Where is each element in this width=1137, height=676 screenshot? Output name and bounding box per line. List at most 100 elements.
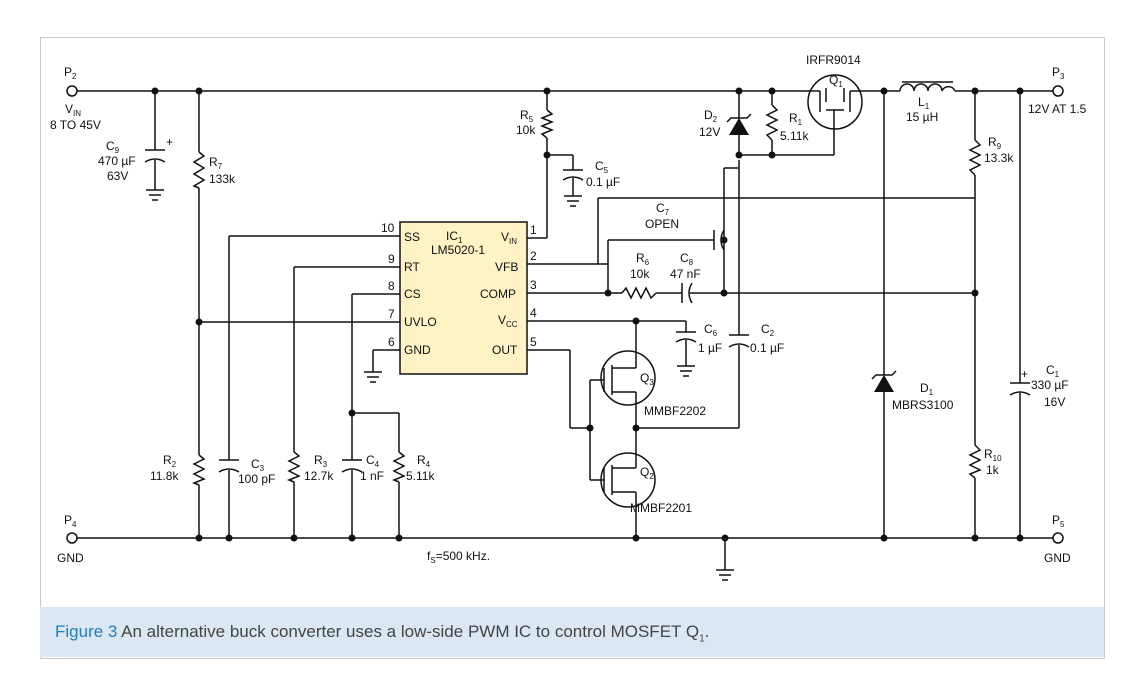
figure-frame (40, 37, 1105, 659)
c6-symbol (675, 331, 697, 343)
caption-text: An alternative buck converter uses a low… (117, 622, 700, 641)
terminals (66, 85, 1064, 544)
c8-symbol (681, 282, 693, 304)
gnd-left: GND (57, 551, 84, 565)
wires (74, 90, 1054, 570)
ic-pin-label: VCC (498, 313, 518, 329)
c5-value: 0.1 µF (586, 175, 620, 189)
ground-icon (146, 189, 164, 201)
c7-value: OPEN (645, 217, 679, 231)
d2-ref: D2 (704, 108, 718, 124)
ground-icon (564, 195, 582, 207)
figure-label: Figure 3 (55, 622, 118, 641)
r6-symbol (621, 286, 657, 300)
c6-value: 1 µF (698, 341, 722, 355)
q3-ref: Q3 (640, 371, 654, 387)
r1-value: 5.11k (780, 129, 809, 143)
ic-pin-label: VFB (495, 260, 518, 274)
r6-value: 10k (630, 267, 650, 281)
ic-pin-num: 4 (530, 306, 537, 320)
r1-ref: R1 (789, 111, 803, 127)
r2-value: 11.8k (150, 469, 179, 483)
figure-caption: Figure 3 An alternative buck converter u… (55, 622, 709, 644)
ic-pin-num: 6 (388, 335, 395, 349)
c2-value: 0.1 µF (750, 341, 784, 355)
c3-symbol (218, 459, 240, 473)
vout-label: 12V AT 1.5 (1028, 102, 1087, 116)
q2-symbol (600, 452, 656, 508)
p3-label: P3 (1052, 65, 1065, 81)
c1-voltage: 16V (1044, 395, 1065, 409)
ic-pin-num: 9 (388, 252, 395, 266)
r3-symbol (286, 451, 301, 483)
c9-ref: C9 (106, 139, 120, 155)
caption-bar (40, 607, 1104, 657)
p2-label: P2 (64, 65, 77, 81)
c8-ref: C8 (680, 251, 694, 267)
c2-symbol (728, 334, 750, 348)
r7-value: 133k (209, 172, 236, 186)
r10-value: 1k (986, 463, 1000, 477)
ground-icon (364, 371, 382, 383)
d2-symbol (726, 113, 752, 135)
vin-label: VIN (65, 102, 81, 118)
ic-pin-num: 5 (530, 335, 537, 349)
ic-pin-num: 2 (530, 249, 537, 263)
terminal-p3 (1052, 85, 1064, 97)
c4-ref: C4 (366, 453, 380, 469)
r10-symbol (968, 444, 982, 479)
ic-part: LM5020-1 (431, 243, 485, 257)
c4-symbol (341, 459, 363, 473)
ic-pin-num: 7 (388, 307, 395, 321)
terminal-p2 (66, 85, 78, 97)
q1-symbol (800, 74, 870, 130)
r2-ref: R2 (163, 453, 177, 469)
q3-symbol (600, 350, 656, 406)
r5-symbol (539, 109, 555, 139)
c9-plus: + (166, 135, 173, 149)
ic-pin-num: 10 (381, 221, 395, 235)
p4-label: P4 (64, 513, 77, 529)
ic-pin-label: COMP (480, 287, 516, 301)
c5-ref: C5 (595, 159, 609, 175)
l1-value: 15 µH (906, 110, 938, 124)
c9-symbol (144, 149, 166, 163)
r3-ref: R3 (314, 453, 328, 469)
q2-part: MMBF2201 (630, 501, 692, 515)
c4-value: 1 nF (360, 469, 384, 483)
q1-part: IRFR9014 (806, 53, 861, 67)
ground-symbols (146, 189, 734, 581)
r9-ref: R9 (988, 135, 1002, 151)
terminal-p5 (1052, 532, 1064, 544)
c3-ref: C3 (251, 457, 265, 473)
r5-ref: R5 (520, 108, 534, 124)
q3-part: MMBF2202 (644, 404, 706, 418)
l1-ref: L1 (918, 95, 930, 111)
r4-ref: R4 (417, 453, 431, 469)
ic-pin-label: OUT (492, 343, 518, 357)
ic-pin-num: 3 (530, 278, 537, 292)
ic-pin-label: GND (404, 343, 431, 357)
gnd-right: GND (1044, 551, 1071, 565)
junction-dots (151, 87, 1024, 542)
c5-symbol (562, 169, 584, 181)
r3-value: 12.7k (304, 469, 334, 483)
r2-symbol (191, 454, 206, 486)
caption-end: . (704, 622, 710, 641)
c1-plus: + (1021, 367, 1028, 381)
ic-pin-label: UVLO (404, 315, 437, 329)
c2-ref: C2 (761, 322, 775, 338)
c3-value: 100 pF (238, 472, 275, 486)
ic-pin-label: VIN (501, 230, 517, 246)
ic-pin-label: RT (404, 260, 420, 274)
c1-value: 330 µF (1031, 378, 1069, 392)
ground-icon (677, 365, 695, 377)
c9-voltage: 63V (107, 169, 128, 183)
r4-value: 5.11k (406, 469, 435, 483)
c1-ref: C1 (1046, 363, 1060, 379)
ground-icon (716, 569, 734, 581)
r6-ref: R6 (636, 251, 650, 267)
c1-symbol (1009, 382, 1031, 396)
terminal-p4 (66, 532, 78, 544)
